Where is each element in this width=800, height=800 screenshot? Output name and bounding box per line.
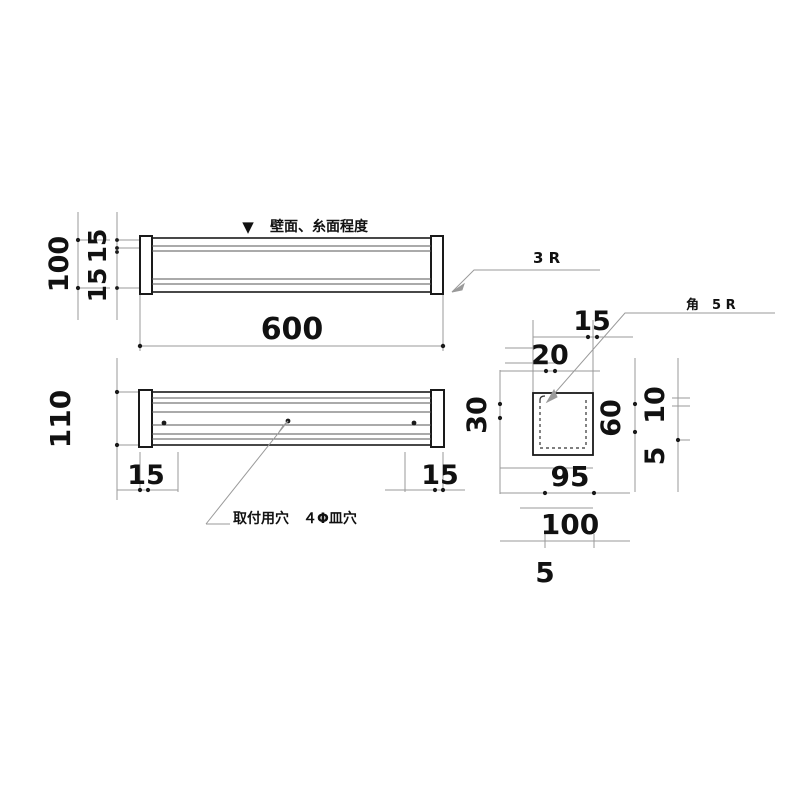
front-view-group: 110 15 15 取付用穴 ４Φ皿穴 bbox=[44, 358, 465, 527]
top-view-body bbox=[139, 235, 444, 295]
dim-label-100-top: 100 bbox=[44, 236, 75, 292]
dim-front-inset-right-15: 15 bbox=[385, 460, 465, 493]
dim-label-600: 600 bbox=[261, 312, 324, 347]
mounting-hole-label: 取付用穴 ４Φ皿穴 bbox=[233, 510, 357, 527]
front-view-body bbox=[138, 389, 445, 448]
dim-label-3r: 3 R bbox=[533, 249, 561, 267]
dim-label-15-upper: 15 bbox=[83, 229, 112, 264]
dim-section-15: 15 bbox=[533, 306, 633, 340]
mounting-hole-left bbox=[161, 420, 167, 426]
dim-front-width-110: 110 bbox=[44, 390, 120, 448]
section-extension-lines bbox=[499, 320, 679, 509]
dim-section-10: 10 bbox=[640, 386, 690, 424]
dim-top-length-600: 600 bbox=[137, 312, 446, 351]
surface-finish-marker-icon: ▼ bbox=[242, 218, 254, 236]
dim-section-20: 20 bbox=[500, 340, 600, 374]
top-view-inner-lines bbox=[152, 245, 431, 285]
dim-label-100-section: 100 bbox=[541, 508, 599, 541]
dim-section-60: 60 bbox=[596, 399, 638, 437]
dim-label-95: 95 bbox=[551, 460, 590, 493]
dim-label-20: 20 bbox=[531, 340, 569, 371]
dim-front-inset-left-15: 15 bbox=[117, 460, 178, 493]
section-corner-radius bbox=[539, 395, 546, 401]
surface-finish-label: 壁面、糸面程度 bbox=[270, 218, 369, 235]
section-outer-square bbox=[532, 392, 594, 456]
surface-finish-note: ▼ 壁面、糸面程度 bbox=[242, 218, 369, 236]
dim-label-5-bottom: 5 bbox=[535, 556, 554, 589]
dim-top-upper-15: 15 bbox=[83, 229, 119, 264]
dim-label-corner-5r: 角 5 R bbox=[686, 297, 736, 313]
dim-label-60: 60 bbox=[596, 399, 627, 437]
dim-label-15-section: 15 bbox=[573, 306, 611, 337]
dim-section-30: 30 bbox=[462, 396, 503, 434]
dim-top-height-100: 100 bbox=[44, 236, 81, 292]
dim-section-5-right: 5 bbox=[640, 437, 690, 466]
dim-section-5-bottom: 5 bbox=[535, 556, 554, 589]
dim-section-100: 100 bbox=[500, 508, 630, 548]
dim-label-15-front-left: 15 bbox=[127, 460, 165, 491]
corner-radius-callout: 角 5 R bbox=[545, 297, 775, 404]
radius-callout-3r: 3 R bbox=[451, 249, 600, 293]
dim-top-lower-15: 15 bbox=[83, 250, 119, 302]
front-view-inner-lines bbox=[152, 397, 431, 440]
section-view-group: 角 5 R 15 20 30 60 bbox=[462, 297, 775, 589]
dim-label-10: 10 bbox=[640, 386, 671, 424]
dim-label-110: 110 bbox=[44, 390, 77, 448]
dim-label-15-front-right: 15 bbox=[421, 460, 459, 491]
mounting-hole-right bbox=[411, 420, 417, 426]
dim-label-5-right: 5 bbox=[640, 447, 671, 466]
dim-section-95: 95 bbox=[500, 460, 630, 496]
dim-label-15-lower: 15 bbox=[83, 268, 112, 303]
mounting-hole-callout: 取付用穴 ４Φ皿穴 bbox=[205, 420, 357, 527]
top-view-group: 100 15 15 600 ▼ 壁面、糸面程度 bbox=[44, 212, 600, 351]
dim-label-30: 30 bbox=[462, 396, 493, 434]
section-profile bbox=[532, 392, 594, 456]
